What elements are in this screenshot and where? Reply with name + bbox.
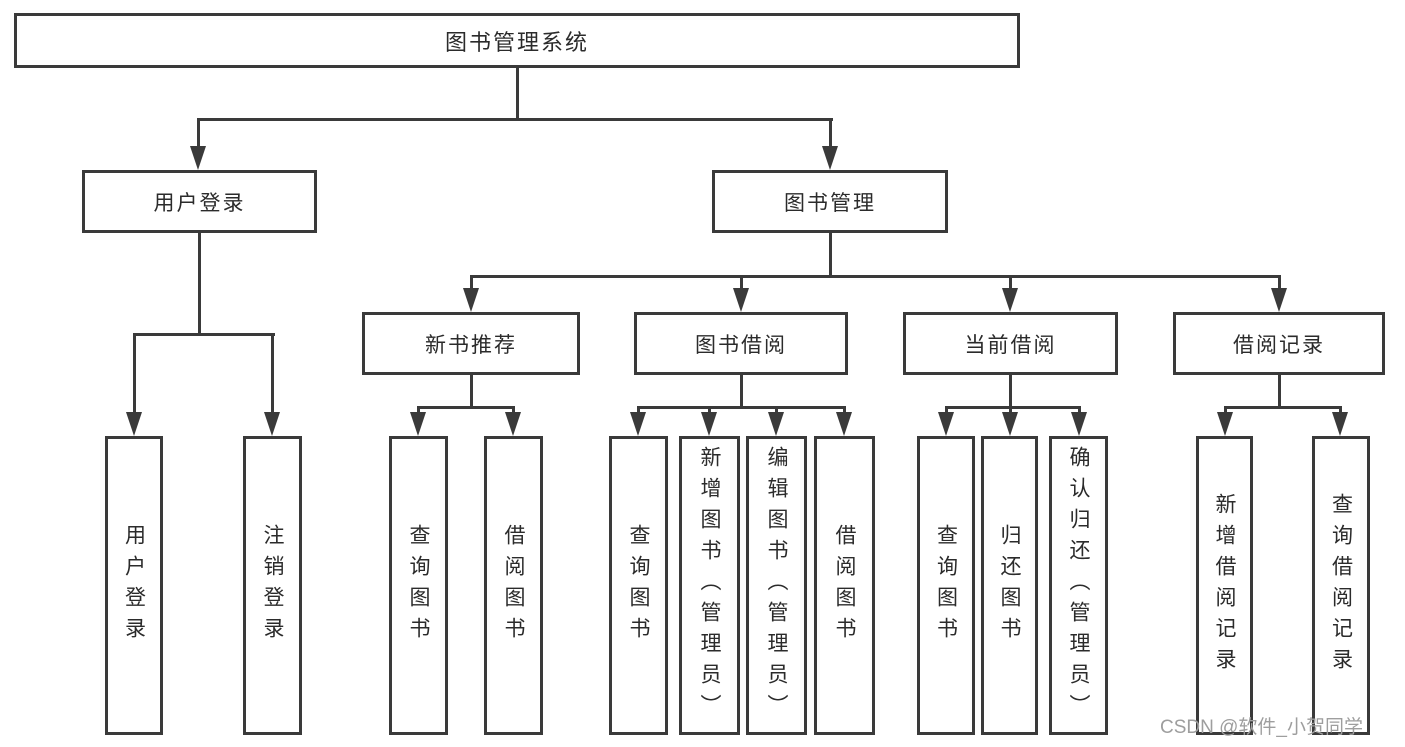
connector-bookmgmt-stem <box>829 231 832 278</box>
node-current-borrowing: 当前借阅 <box>903 312 1118 375</box>
connector-root-crossbar <box>197 118 833 121</box>
connector-newbook-crossbar <box>417 406 515 409</box>
node-book-borrowing: 图书借阅 <box>634 312 848 375</box>
arrow-down-icon <box>630 412 646 436</box>
connector-userlogin-crossbar <box>133 333 275 336</box>
leaf-query-borrow-record: 查询借阅记录 <box>1312 436 1370 735</box>
node-new-book-recommend: 新书推荐 <box>362 312 580 375</box>
connector-borrowing-drop-2 <box>708 406 711 416</box>
connector-records-crossbar <box>1224 406 1342 409</box>
leaf-logout: 注销登录 <box>243 436 302 735</box>
leaf-borrow-books-2: 借阅图书 <box>814 436 875 735</box>
connector-bookmgmt-drop-2 <box>740 275 743 291</box>
leaf-user-login: 用户登录 <box>105 436 163 735</box>
leaf-query-borrow-record-label: 查询借阅记录 <box>1329 492 1353 679</box>
leaf-borrow-books-1-label: 借阅图书 <box>502 523 525 648</box>
arrow-down-icon <box>701 412 717 436</box>
node-book-management: 图书管理 <box>712 170 948 233</box>
connector-root-left-drop <box>197 118 200 150</box>
node-root: 图书管理系统 <box>14 13 1020 68</box>
leaf-borrow-books-2-label: 借阅图书 <box>833 523 856 648</box>
csdn-watermark: CSDN @软件_小贺同学 <box>1160 717 1363 738</box>
connector-records-stem <box>1278 373 1281 409</box>
arrow-down-icon <box>463 288 479 312</box>
leaf-add-borrow-record-label: 新增借阅记录 <box>1213 492 1236 679</box>
leaf-return-books-label: 归还图书 <box>998 523 1021 648</box>
leaf-query-books-3-label: 查询图书 <box>934 523 958 648</box>
arrow-down-icon <box>126 412 142 436</box>
node-borrowing-records: 借阅记录 <box>1173 312 1385 375</box>
leaf-confirm-return-admin-label: 确认归还（管理员） <box>1067 446 1090 725</box>
arrow-down-icon <box>822 146 838 170</box>
arrow-down-icon <box>836 412 852 436</box>
node-user-login-label: 用户登录 <box>153 191 246 215</box>
connector-userlogin-drop-2 <box>271 333 274 413</box>
leaf-logout-label: 注销登录 <box>261 523 284 648</box>
connector-current-drop-2 <box>1009 406 1012 416</box>
connector-bookmgmt-drop-4 <box>1278 275 1281 291</box>
leaf-add-book-admin: 新增图书（管理员） <box>679 436 740 735</box>
node-borrowing-records-label: 借阅记录 <box>1233 333 1325 357</box>
connector-bookmgmt-drop-1 <box>470 275 473 291</box>
leaf-query-books-1-label: 查询图书 <box>407 523 430 648</box>
leaf-add-book-admin-label: 新增图书（管理员） <box>698 446 721 725</box>
connector-bookmgmt-crossbar <box>470 275 1281 278</box>
connector-userlogin-stem <box>198 231 201 336</box>
leaf-borrow-books-1: 借阅图书 <box>484 436 543 735</box>
connector-newbook-stem <box>470 373 473 409</box>
connector-bookmgmt-drop-3 <box>1009 275 1012 291</box>
arrow-down-icon <box>1271 288 1287 312</box>
node-new-book-recommend-label: 新书推荐 <box>425 333 517 357</box>
arrow-down-icon <box>1332 412 1348 436</box>
node-root-label: 图书管理系统 <box>444 29 589 55</box>
arrow-down-icon <box>505 412 521 436</box>
connector-current-drop-3 <box>1078 406 1081 416</box>
connector-current-stem <box>1009 373 1012 409</box>
arrow-down-icon <box>938 412 954 436</box>
leaf-query-books-3: 查询图书 <box>917 436 975 735</box>
leaf-return-books: 归还图书 <box>981 436 1038 735</box>
arrow-down-icon <box>1002 288 1018 312</box>
arrow-down-icon <box>733 288 749 312</box>
node-user-login: 用户登录 <box>82 170 317 233</box>
leaf-edit-book-admin: 编辑图书（管理员） <box>746 436 807 735</box>
connector-borrowing-drop-1 <box>637 406 640 416</box>
connector-borrowing-drop-3 <box>775 406 778 416</box>
connector-userlogin-drop-1 <box>133 333 136 413</box>
arrow-down-icon <box>410 412 426 436</box>
leaf-edit-book-admin-label: 编辑图书（管理员） <box>765 446 788 725</box>
node-book-borrowing-label: 图书借阅 <box>695 333 787 357</box>
connector-root-stem <box>516 66 519 121</box>
connector-current-crossbar <box>945 406 1081 409</box>
leaf-user-login-label: 用户登录 <box>122 523 146 648</box>
leaf-query-books-2: 查询图书 <box>609 436 668 735</box>
arrow-down-icon <box>1217 412 1233 436</box>
connector-current-drop-1 <box>945 406 948 416</box>
node-book-management-label: 图书管理 <box>784 191 876 215</box>
arrow-down-icon <box>768 412 784 436</box>
leaf-confirm-return-admin: 确认归还（管理员） <box>1049 436 1108 735</box>
leaf-query-books-2-label: 查询图书 <box>627 523 650 648</box>
connector-root-right-drop <box>829 118 832 150</box>
leaf-add-borrow-record: 新增借阅记录 <box>1196 436 1253 735</box>
connector-borrowing-drop-4 <box>843 406 846 416</box>
arrow-down-icon <box>1071 412 1087 436</box>
connector-records-drop-2 <box>1339 406 1342 416</box>
connector-borrowing-stem <box>740 373 743 409</box>
node-current-borrowing-label: 当前借阅 <box>964 333 1057 357</box>
leaf-query-books-1: 查询图书 <box>389 436 448 735</box>
arrow-down-icon <box>1002 412 1018 436</box>
arrow-down-icon <box>264 412 280 436</box>
connector-newbook-drop-1 <box>417 406 420 416</box>
connector-records-drop-1 <box>1224 406 1227 416</box>
connector-newbook-drop-2 <box>512 406 515 416</box>
connector-borrowing-crossbar <box>637 406 846 409</box>
arrow-down-icon <box>190 146 206 170</box>
